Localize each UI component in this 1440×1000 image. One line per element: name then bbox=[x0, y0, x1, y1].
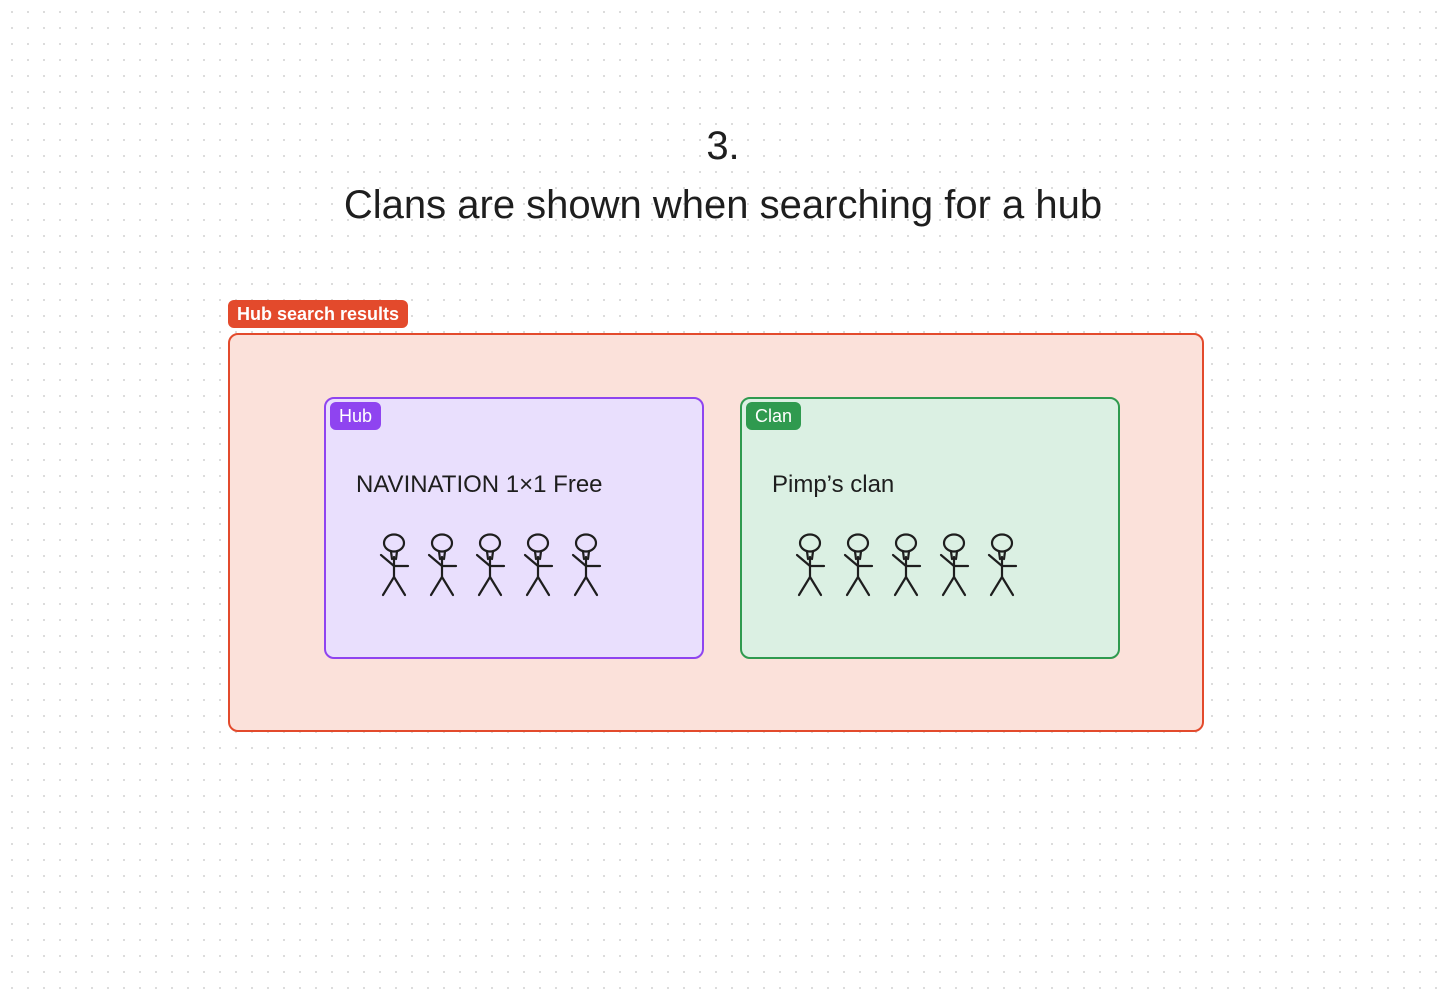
stick-figure-icon bbox=[427, 533, 458, 597]
clan-title: Pimp’s clan bbox=[772, 471, 895, 498]
hub-card[interactable]: Hub NAVINATION 1×1 Free bbox=[324, 397, 704, 659]
stick-figure-icon bbox=[843, 533, 874, 597]
clan-card[interactable]: Clan Pimp’s clan bbox=[740, 397, 1120, 659]
stick-figure-icon bbox=[987, 533, 1018, 597]
step-number: 3. bbox=[706, 124, 740, 168]
stick-figure-icon bbox=[379, 533, 410, 597]
clan-members bbox=[795, 533, 1018, 597]
stick-figure-icon bbox=[523, 533, 554, 597]
page-title: Clans are shown when searching for a hub bbox=[343, 183, 1103, 227]
stick-figure-icon bbox=[795, 533, 826, 597]
hub-title: NAVINATION 1×1 Free bbox=[356, 471, 603, 498]
stick-figure-icon bbox=[571, 533, 602, 597]
clan-tag[interactable]: Clan bbox=[746, 402, 802, 430]
stick-figure-icon bbox=[475, 533, 506, 597]
hub-tag[interactable]: Hub bbox=[330, 402, 382, 430]
hub-search-results-label[interactable]: Hub search results bbox=[228, 300, 409, 328]
stick-figure-icon bbox=[939, 533, 970, 597]
stick-figure-icon bbox=[891, 533, 922, 597]
hub-members bbox=[379, 533, 602, 597]
